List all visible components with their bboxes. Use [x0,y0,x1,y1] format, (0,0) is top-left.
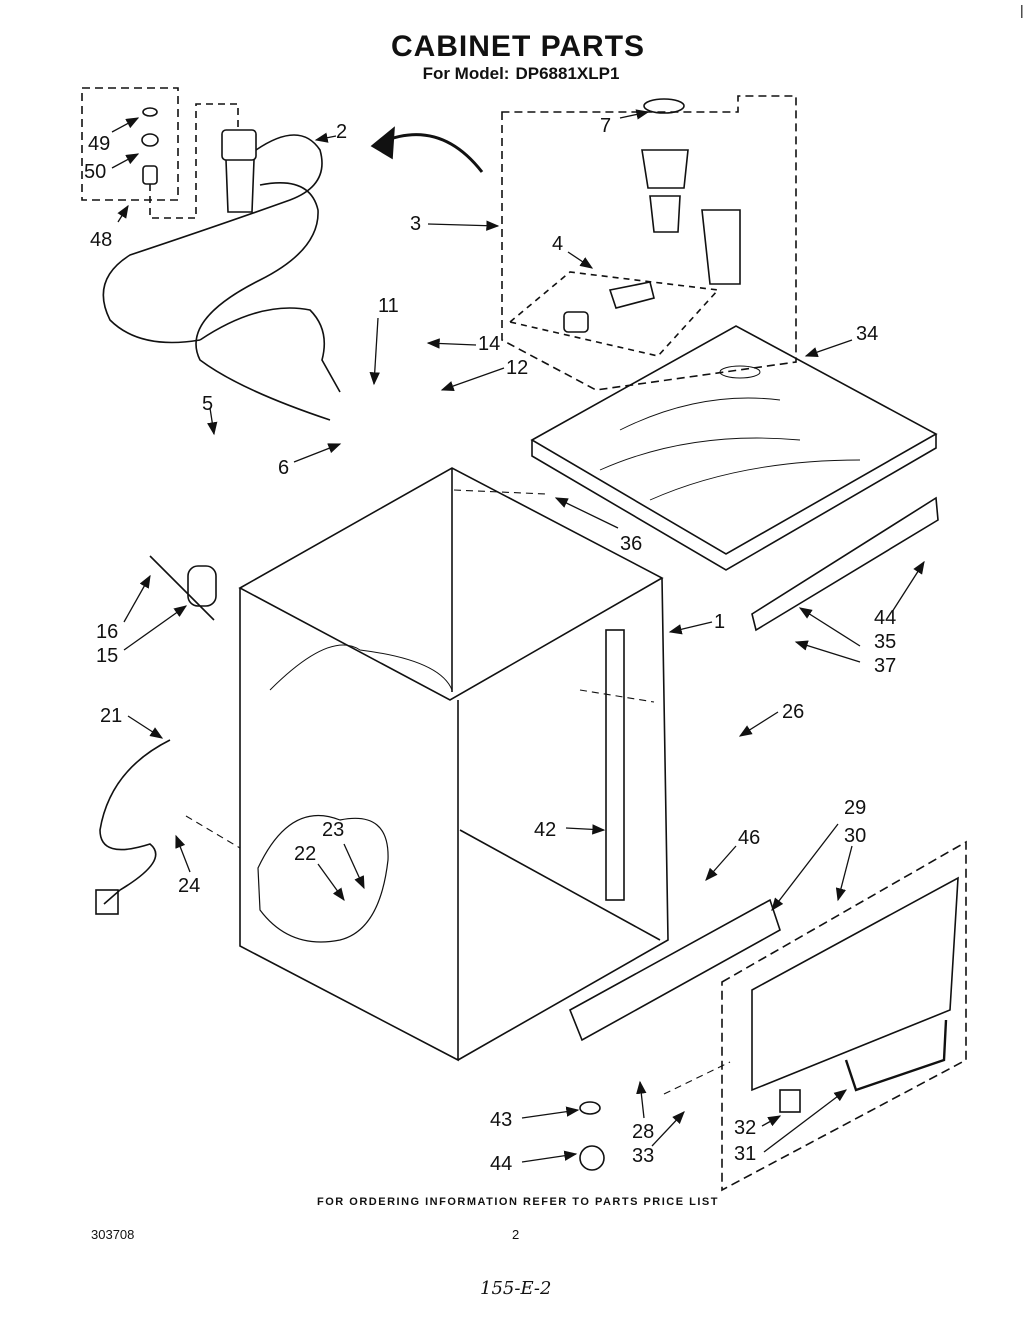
part-34-wood-top [530,325,938,555]
label-36: 36 [620,533,642,555]
direction-arrow [381,133,484,173]
label-4: 4 [552,233,563,255]
label-7: 7 [600,115,611,137]
label-30: 30 [844,825,866,847]
label-26: 26 [782,701,804,723]
label-34: 34 [856,323,878,345]
part-48-plug [142,165,158,185]
part-29-brace [568,898,781,1042]
part-35-strip [751,496,939,632]
part-7-ring [643,98,685,114]
inset-cutout-22 [257,815,389,943]
inset-box-4 [508,271,720,357]
label-5: 5 [202,393,213,415]
inset-box-48 [81,87,179,201]
label-48: 48 [90,229,112,251]
model-prefix: For Model: [422,64,510,83]
part-32-clip [779,1089,801,1113]
corner-mark: | [1020,2,1024,18]
part-2-faucet-adapter [102,129,341,421]
label-32: 32 [734,1117,756,1139]
part-4-valve [563,311,589,333]
label-14: 14 [478,333,500,355]
page-number: 2 [512,1227,520,1242]
plug [95,889,119,915]
handwritten-note: 155-E-2 [480,1278,552,1299]
part-1-cabinet [238,467,669,1062]
label-50: 50 [84,161,106,183]
label-29: 29 [844,797,866,819]
label-28: 28 [632,1121,654,1143]
ordering-note: FOR ORDERING INFORMATION REFER TO PARTS … [317,1196,719,1208]
model-number: DP6881XLP1 [515,64,620,83]
inset-box-30 [721,840,967,1192]
label-11: 11 [378,295,399,317]
label-49: 49 [88,133,110,155]
label-33: 33 [632,1145,654,1167]
label-35: 35 [874,631,896,653]
label-42: 42 [534,819,556,841]
part-50-grommet [141,133,159,147]
label-46: 46 [738,827,760,849]
part-31-handle [844,1019,948,1092]
label-6: 6 [278,457,289,479]
label-23: 23 [322,819,344,841]
part-21-cord [99,739,171,905]
label-16: 16 [96,621,118,643]
page-title: CABINET PARTS [390,30,646,63]
label-2: 2 [336,121,347,143]
label-47: 44 [874,607,896,629]
label-15: 15 [96,645,118,667]
part-7-coupler [641,149,689,189]
label-3: 3 [410,213,421,235]
label-12: 12 [506,357,528,379]
label-22: 22 [294,843,316,865]
label-24: 24 [178,875,200,897]
label-43: 43 [490,1109,512,1131]
part-49-washer [142,107,158,117]
label-31: 31 [734,1143,756,1165]
part-44-caster [579,1145,605,1171]
inset-box-3 [501,95,797,391]
label-1: 1 [714,611,725,633]
label-37: 37 [874,655,896,677]
part-16-grommet [187,565,217,607]
model-subtitle: For Model: DP6881XLP1 [0,64,1036,84]
label-44: 44 [490,1153,512,1175]
part-30-panel [751,876,959,1092]
part-42-rail [605,629,625,901]
part-43-leveler [579,1101,601,1115]
document-number: 303708 [91,1227,135,1242]
label-21: 21 [100,705,122,727]
